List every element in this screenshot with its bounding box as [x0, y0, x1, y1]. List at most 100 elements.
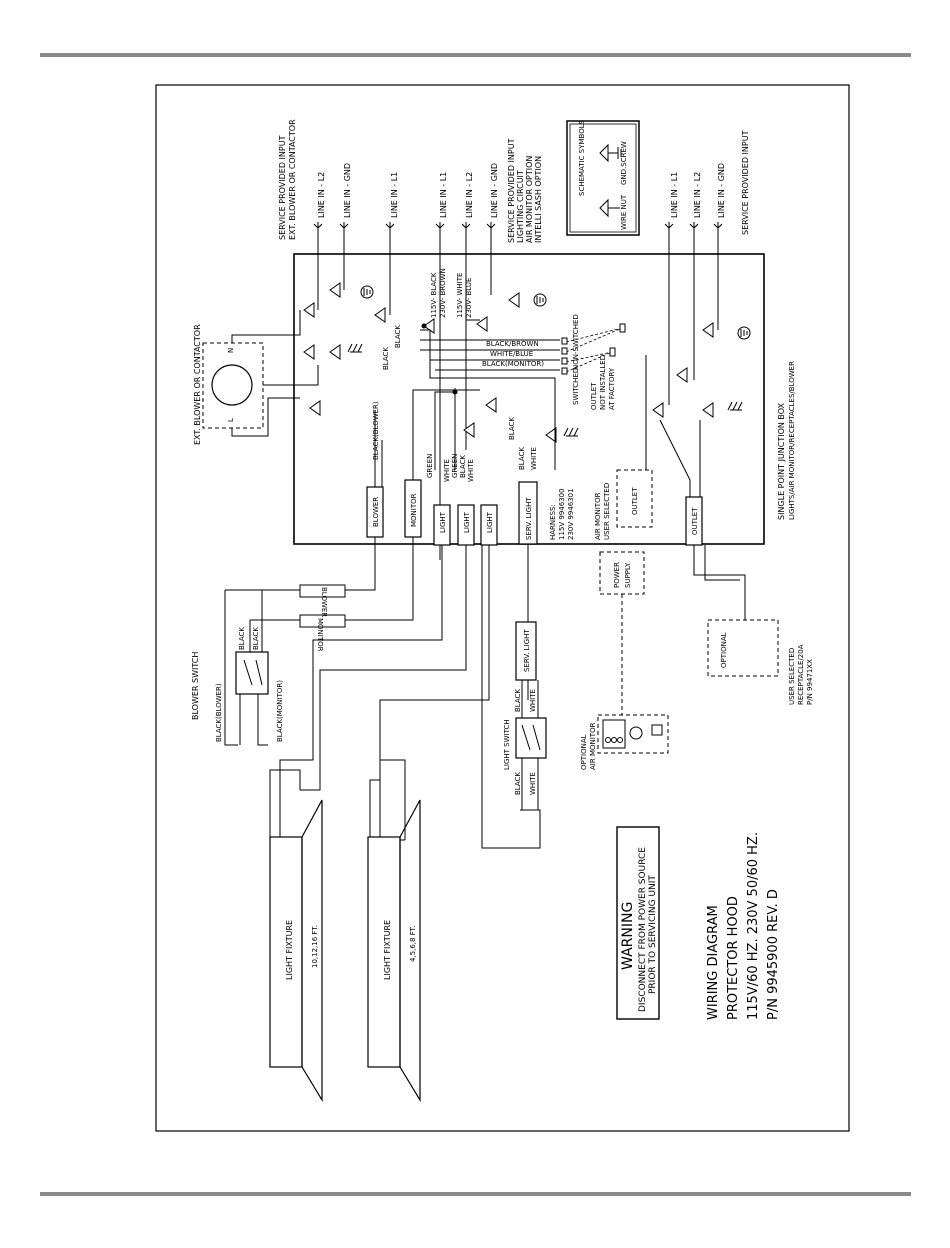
bottom-rule — [40, 1192, 911, 1196]
blower-switch-label: BLOWER SWITCH — [191, 652, 200, 720]
light-switch-black-1: BLACK — [514, 689, 522, 712]
wire-black-brown: BLACK/BROWN — [486, 340, 539, 348]
wire-black-blower-2: BLACK(BLOWER) — [215, 683, 223, 742]
optional-air-monitor-2: AIR MONITOR — [589, 722, 597, 770]
warning-box — [616, 826, 660, 1020]
receptacle-2: RECEPTACLE/20A — [797, 644, 805, 705]
warning-title: WARNING — [620, 902, 636, 970]
connector-blower: BLOWER — [372, 497, 380, 527]
optional-air-monitor-1: OPTIONAL — [580, 734, 588, 770]
service-input-blower-1: SERVICE PROVIDED INPUT — [278, 135, 287, 240]
junction-box-subtitle: LIGHTS/AIR MONITOR/RECEPTACLES/BLOWER — [788, 361, 796, 520]
connector-serv-light: SERV. LIGHT — [525, 497, 533, 540]
wire-black-3: BLACK — [459, 455, 467, 478]
service-input-right: SERVICE PROVIDED INPUT — [741, 130, 750, 235]
gnd-screw-label: GND.SCREW — [620, 141, 628, 185]
service-input-lighting-4: INTELLI SASH OPTION — [534, 156, 543, 243]
blower-switch-icon — [235, 651, 269, 695]
schematic-symbols-box — [566, 120, 640, 236]
outlet-note-3: AT FACTORY — [608, 367, 616, 410]
title-block-voltage: 115V/60 HZ. 230V 50/60 HZ. — [746, 832, 761, 1020]
wire-white-2: WHITE — [467, 459, 475, 482]
power-supply-1: POWER — [613, 562, 621, 588]
ext-monitor-connector: MONITOR — [316, 618, 324, 652]
line-in-l1-a: LINE IN - L1 — [390, 172, 399, 218]
ext-blower-label: EXT. BLOWER OR CONTACTOR — [193, 324, 202, 445]
light-fixture-2-label: LIGHT FIXTURE — [383, 920, 392, 980]
outlet-note-1: OUTLET — [590, 382, 598, 410]
wire-black-monitor: BLACK(MONITOR) — [276, 680, 284, 742]
wire-white-1: WHITE — [443, 459, 451, 482]
line-in-l1-b: LINE IN - L1 — [439, 172, 448, 218]
line-in-l1-c: LINE IN - L1 — [670, 172, 679, 218]
top-rule — [40, 53, 911, 57]
switch-wire-black-1: BLACK — [238, 627, 246, 650]
voltage-230v-blue: 230V- BLUE — [465, 278, 473, 318]
line-in-gnd-c: LINE IN - GND — [717, 163, 726, 218]
optional-air-monitor-box — [597, 714, 669, 754]
air-monitor-user-1: AIR MONITOR — [594, 492, 602, 540]
light-fixture-1 — [269, 836, 303, 1068]
title-block-product: PROTECTOR HOOD — [726, 896, 741, 1020]
ext-blower-box — [202, 342, 264, 429]
light-fixture-1-size: 10,12,16 FT. — [311, 925, 319, 968]
schematic-symbols-title: SCHEMATIC SYMBOLS — [578, 119, 586, 196]
power-supply-2: SUPPLY — [624, 562, 632, 588]
harness-2: 115V 9946300 — [558, 488, 566, 540]
air-monitor-icon — [602, 719, 663, 749]
service-input-lighting-2: LIGHTING CIRCUIT — [516, 170, 525, 243]
outlet-box-label: OUTLET — [631, 487, 639, 515]
wire-black-blower: BLACK(BLOWER) — [372, 401, 380, 460]
wire-nut-label: WIRE NUT — [620, 194, 628, 230]
wire-green-1: GREEN — [426, 454, 434, 478]
blower-motor-icon — [211, 364, 253, 406]
motor-n-label: N — [227, 348, 235, 353]
connector-outlet: OUTLET — [691, 507, 699, 535]
optional-label: OPTIONAL — [720, 632, 728, 668]
wire-white-3: WHITE — [530, 447, 538, 470]
service-input-blower-2: EXT. BLOWER OR CONTACTOR — [288, 119, 297, 240]
power-supply-box — [599, 551, 645, 595]
receptacle-3: P/N 99471XX — [806, 659, 814, 705]
voltage-230v-brown: 230V- BROWN — [439, 268, 447, 318]
non-switched-label: NON-SWITCHED — [572, 314, 580, 370]
voltage-115v-white: 115V- WHITE — [456, 273, 464, 318]
wire-black-5: BLACK — [518, 447, 526, 470]
light-fixture-2 — [367, 836, 401, 1068]
warning-line-1: DISCONNECT FROM POWER SOURCE — [638, 847, 648, 1012]
light-switch-label: LIGHT SWITCH — [503, 719, 511, 770]
optional-receptacle-box — [707, 619, 779, 677]
service-input-lighting-1: SERVICE PROVIDED INPUT — [507, 138, 516, 243]
light-switch-black-2: BLACK — [514, 772, 522, 795]
light-switch-white-1: WHITE — [529, 689, 537, 712]
connector-light-1: LIGHT — [439, 511, 447, 533]
line-in-gnd-a: LINE IN - GND — [343, 163, 352, 218]
harness-3: 230V 9946301 — [567, 488, 575, 540]
wire-black-1: BLACK — [394, 325, 402, 348]
wire-white-blue: WHITE/BLUE — [490, 350, 533, 358]
voltage-115v-black: 115V- BLACK — [430, 272, 438, 318]
outlet-optional-box — [616, 469, 653, 528]
connector-light-3: LIGHT — [486, 511, 494, 533]
connector-monitor: MONITOR — [410, 493, 418, 527]
switch-wire-black-2: BLACK — [252, 627, 260, 650]
line-in-l2-a: LINE IN - L2 — [317, 172, 326, 218]
light-switch-icon — [515, 717, 547, 759]
switched-label: SWITCHED — [572, 368, 580, 405]
junction-box-title: SINGLE POINT JUNCTION BOX — [777, 402, 786, 520]
wire-black-2: BLACK — [382, 347, 390, 370]
wire-green-2: GREEN — [451, 454, 459, 478]
warning-line-2: PRIOR TO SERVICING UNIT — [648, 875, 658, 994]
line-in-l2-b: LINE IN - L2 — [465, 172, 474, 218]
ext-blower-connector: BLOWER — [320, 587, 328, 617]
diagram-frame — [155, 84, 850, 1132]
line-in-gnd-b: LINE IN - GND — [490, 163, 499, 218]
light-switch-white-2: WHITE — [529, 772, 537, 795]
wire-nut-symbol-icon — [599, 198, 609, 218]
wire-black-4: BLACK — [508, 417, 516, 440]
gnd-screw-symbol-icon — [599, 143, 622, 163]
title-block-part-number: P/N 9945900 REV. D — [766, 889, 781, 1020]
motor-l-label: L — [227, 418, 235, 422]
light-fixture-2-size: 4,5,6,8 FT. — [409, 926, 417, 962]
